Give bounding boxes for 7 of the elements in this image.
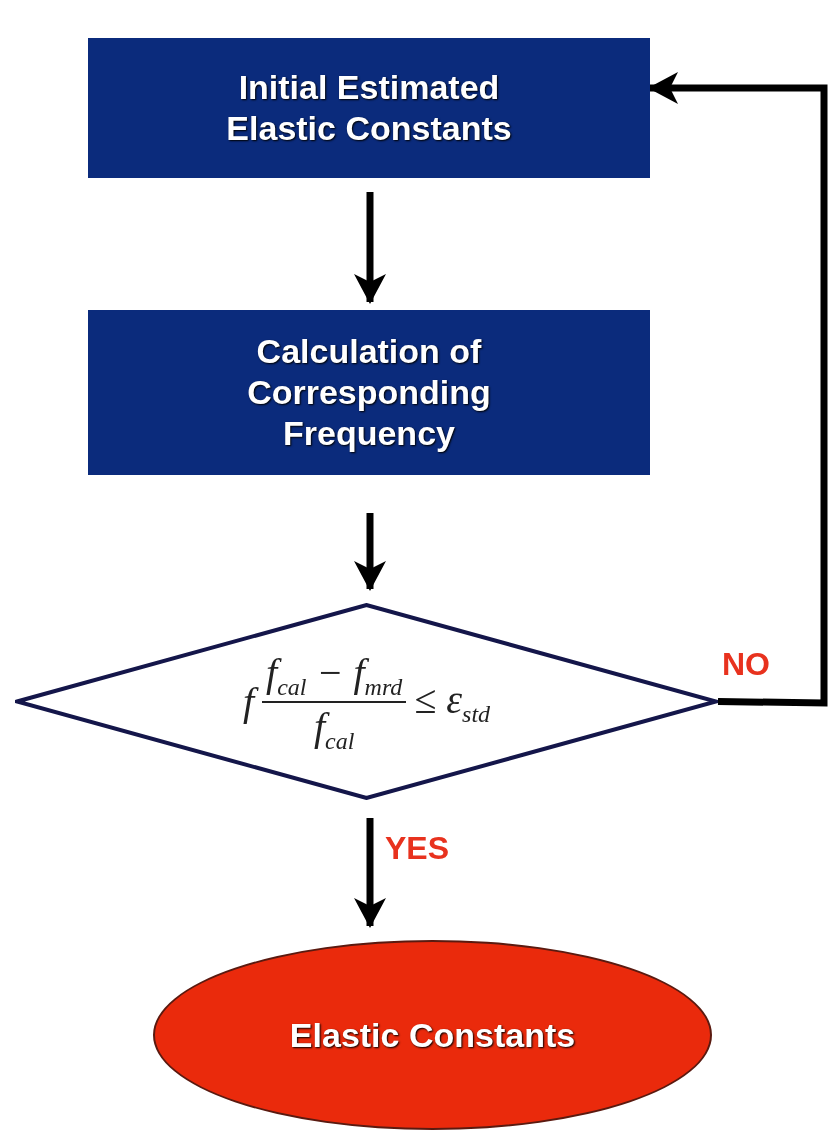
edge-label: YES xyxy=(385,830,450,867)
process-box: Initial Estimated Elastic Constants xyxy=(88,38,650,178)
formula: f f$_{cal}$ − f$_{mrd}$ f$_{cal}$ ≤ ε$_{std}$ xyxy=(242,648,491,755)
terminal-ellipse: Elastic Constants xyxy=(153,940,712,1130)
process-box: Calculation of Corresponding Frequency xyxy=(88,310,650,475)
decision-diamond xyxy=(15,603,718,800)
edge-label: NO xyxy=(722,646,770,683)
